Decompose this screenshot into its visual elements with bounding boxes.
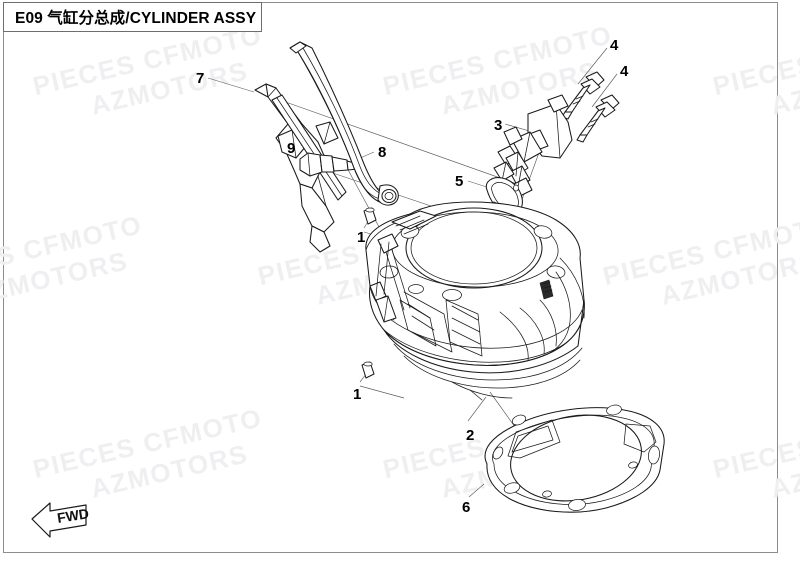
fwd-orientation-marker: FWD [31,502,90,538]
callout-number-cylinder-block: 2 [466,427,475,444]
callout-number-cam-chain-guide: 8 [378,144,387,161]
page-title: E09 气缸分总成/CYLINDER ASSY [15,10,257,27]
part-1-dowel-pins [361,207,377,379]
block-bottom-detail [451,381,513,401]
callout-number-tensioner-gasket: 5 [455,173,464,190]
callout-number-chain-guide-rail: 7 [196,70,205,87]
callout-number-cam-chain-tensioner: 3 [494,117,503,134]
callout-number-cylinder-base-gasket: 6 [462,499,471,516]
callout-number-flange-bolt: 4 [610,37,619,54]
part-2-cylinder-block [365,201,585,389]
svg-text:FWD: FWD [56,505,90,526]
diagram-title-box: E09 气缸分总成/CYLINDER ASSY [3,2,262,32]
callout-number-flange-bolt: 4 [620,63,629,80]
part-9-guide-pin-bolt [299,152,362,177]
callout-number-dowel-pin: 1 [353,386,362,403]
part-6-cylinder-base-gasket [484,404,665,513]
callout-number-guide-pin-bolt: 9 [287,140,296,157]
part-8-cam-chain-guide [289,41,399,206]
callout-number-dowel-pin: 1 [357,229,366,246]
